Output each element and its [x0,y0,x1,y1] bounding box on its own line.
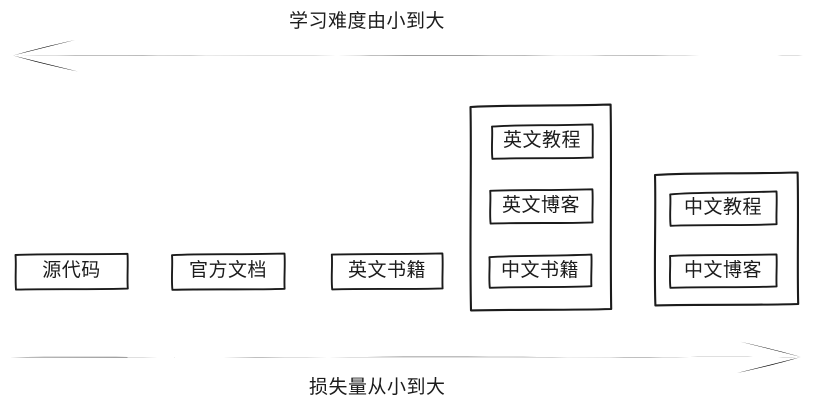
node-chinese-tutorial[interactable]: 中文教程 [668,190,778,227]
node-label: 英文博客 [501,194,580,216]
arrow-right-icon [737,341,801,373]
arrow-left-icon [13,40,78,72]
node-label: 官方文档 [188,259,267,281]
node-chinese-books[interactable]: 中文书籍 [487,253,593,289]
node-english-blog[interactable]: 英文博客 [488,188,594,225]
node-source-code[interactable]: 源代码 [14,252,129,291]
node-label: 中文博客 [683,258,762,281]
node-label: 中文书籍 [500,258,579,281]
bottom-axis-line [10,356,800,358]
node-chinese-blog[interactable]: 中文博客 [668,253,778,289]
node-label: 英文教程 [502,129,581,151]
bottom-axis-label: 损失量从小到大 [309,376,446,398]
top-axis-line [20,54,803,56]
top-axis-label: 学习难度由小到大 [289,10,446,32]
node-label: 中文教程 [683,196,762,218]
node-official-docs[interactable]: 官方文档 [170,252,286,291]
node-english-tutorial[interactable]: 英文教程 [490,123,594,160]
node-english-books[interactable]: 英文书籍 [330,252,444,291]
node-label: 英文书籍 [347,259,426,281]
node-label: 源代码 [42,259,101,281]
